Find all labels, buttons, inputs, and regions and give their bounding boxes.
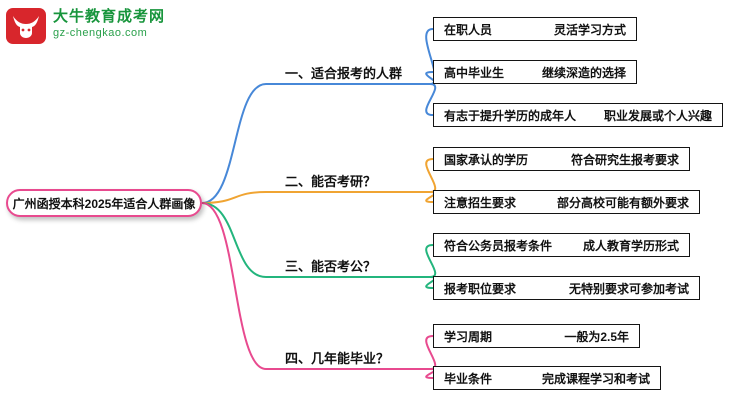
leaf-value: 成人教育学历形式 bbox=[582, 238, 679, 253]
leaf-value: 职业发展或个人兴趣 bbox=[603, 108, 712, 123]
branch3-topic[interactable]: 三、能否考公？ bbox=[285, 259, 377, 274]
leaf-node[interactable]: 注意招生要求 部分高校可能有额外要求 bbox=[433, 190, 700, 214]
leaf-value: 符合研究生报考要求 bbox=[570, 152, 679, 167]
branch1-topic[interactable]: 一、适合报考的人群 bbox=[285, 66, 403, 81]
leaf-node[interactable]: 在职人员 灵活学习方式 bbox=[433, 17, 637, 41]
leaf-node[interactable]: 毕业条件 完成课程学习和考试 bbox=[433, 366, 661, 390]
leaf-value: 继续深造的选择 bbox=[541, 65, 626, 80]
branch2-trunk-line bbox=[201, 191, 430, 204]
leaf-value: 完成课程学习和考试 bbox=[541, 371, 650, 386]
leaf-label: 学习周期 bbox=[444, 329, 493, 344]
branch2-topic[interactable]: 二、能否考研？ bbox=[285, 174, 377, 189]
site-name: 大牛教育成考网 bbox=[53, 8, 166, 25]
leaf-value: 无特别要求可参加考试 bbox=[568, 281, 689, 296]
leaf-value: 部分高校可能有额外要求 bbox=[556, 195, 689, 210]
leaf-value: 灵活学习方式 bbox=[553, 22, 626, 37]
branch4-topic[interactable]: 四、几年能毕业？ bbox=[285, 351, 390, 366]
branch4-trunk-line bbox=[201, 202, 430, 370]
bull-icon bbox=[6, 8, 46, 44]
leaf-label: 有志于提升学历的成年人 bbox=[444, 108, 577, 123]
leaf-value: 一般为2.5年 bbox=[564, 329, 629, 344]
site-logo: 大牛教育成考网 gz-chengkao.com bbox=[6, 8, 165, 44]
leaf-node[interactable]: 报考职位要求 无特别要求可参加考试 bbox=[433, 276, 700, 300]
leaf-label: 注意招生要求 bbox=[444, 195, 517, 210]
leaf-node[interactable]: 符合公务员报考条件 成人教育学历形式 bbox=[433, 233, 690, 257]
leaf-label: 在职人员 bbox=[444, 22, 493, 37]
leaf-node[interactable]: 学习周期 一般为2.5年 bbox=[433, 324, 640, 348]
leaf-node[interactable]: 国家承认的学历 符合研究生报考要求 bbox=[433, 147, 690, 171]
leaf-label: 高中毕业生 bbox=[444, 65, 505, 80]
leaf-label: 符合公务员报考条件 bbox=[444, 238, 553, 253]
leaf-node[interactable]: 有志于提升学历的成年人 职业发展或个人兴趣 bbox=[433, 103, 723, 127]
site-url: gz-chengkao.com bbox=[53, 27, 148, 39]
leaf-label: 报考职位要求 bbox=[444, 281, 517, 296]
leaf-label: 毕业条件 bbox=[444, 371, 493, 386]
central-topic[interactable]: 广州函授本科2025年适合人群画像 bbox=[6, 189, 202, 217]
leaf-label: 国家承认的学历 bbox=[444, 152, 529, 167]
leaf-node[interactable]: 高中毕业生 继续深造的选择 bbox=[433, 60, 637, 84]
